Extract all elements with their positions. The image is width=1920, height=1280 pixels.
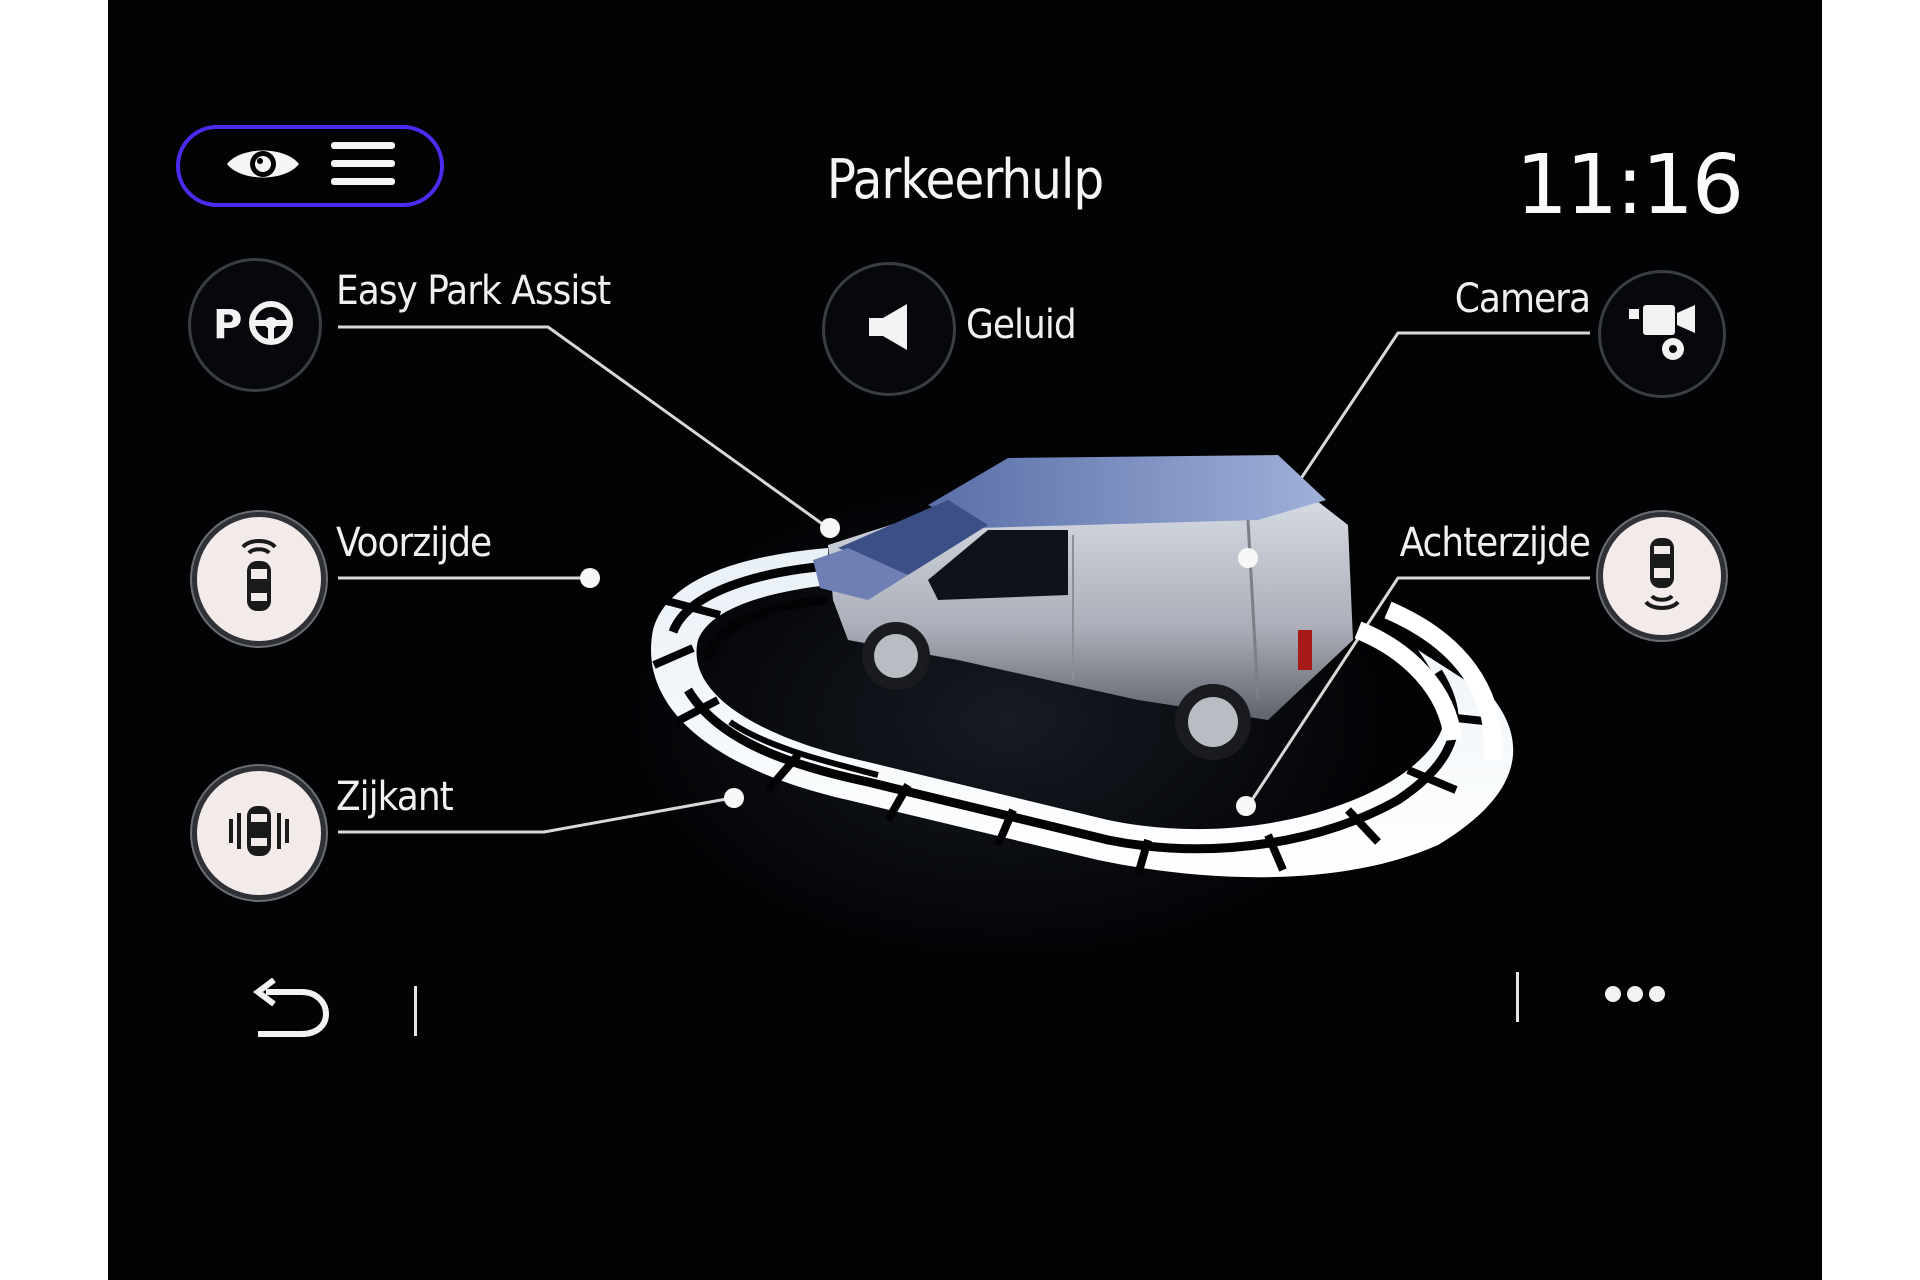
sound-button[interactable]: [822, 262, 956, 396]
front-sensor-icon: [229, 537, 289, 621]
back-icon[interactable]: [250, 977, 330, 1042]
easy-park-assist-button[interactable]: P: [188, 258, 322, 392]
van-illustration: [813, 455, 1353, 760]
camera-label: Camera: [1454, 276, 1591, 322]
camera-settings-icon: [1627, 301, 1697, 367]
svg-text:P: P: [213, 302, 242, 346]
easy-park-assist-label: Easy Park Assist: [336, 268, 611, 314]
park-assist-icon: P: [213, 300, 297, 350]
speaker-icon: [867, 302, 911, 356]
parking-assist-screen: Parkeerhulp 11:16 P Easy Park Assist Gel…: [108, 0, 1822, 1280]
rear-sensor-icon: [1632, 534, 1692, 618]
more-icon[interactable]: [1604, 982, 1666, 1010]
side-sensor-button[interactable]: [192, 766, 326, 900]
rear-sensor-button[interactable]: [1598, 512, 1726, 640]
sensor-zones: [651, 548, 1514, 878]
rear-sensor-label: Achterzijde: [1399, 520, 1591, 566]
sound-label: Geluid: [966, 302, 1077, 348]
front-sensor-label: Voorzijde: [336, 520, 492, 566]
camera-button[interactable]: [1598, 270, 1726, 398]
page-title: Parkeerhulp: [826, 148, 1105, 211]
side-sensor-icon: [224, 801, 294, 865]
clock: 11:16: [1515, 138, 1744, 233]
menu-icon[interactable]: [331, 140, 395, 192]
vehicle-sensor-graphic: [580, 455, 1514, 878]
separator-left: [414, 986, 417, 1036]
anchor-dots: [580, 518, 1258, 816]
view-mode-toggle[interactable]: [176, 125, 444, 207]
separator-right: [1516, 972, 1519, 1022]
front-sensor-button[interactable]: [192, 512, 326, 646]
eye-icon[interactable]: [225, 144, 301, 188]
side-sensor-label: Zijkant: [336, 774, 454, 820]
